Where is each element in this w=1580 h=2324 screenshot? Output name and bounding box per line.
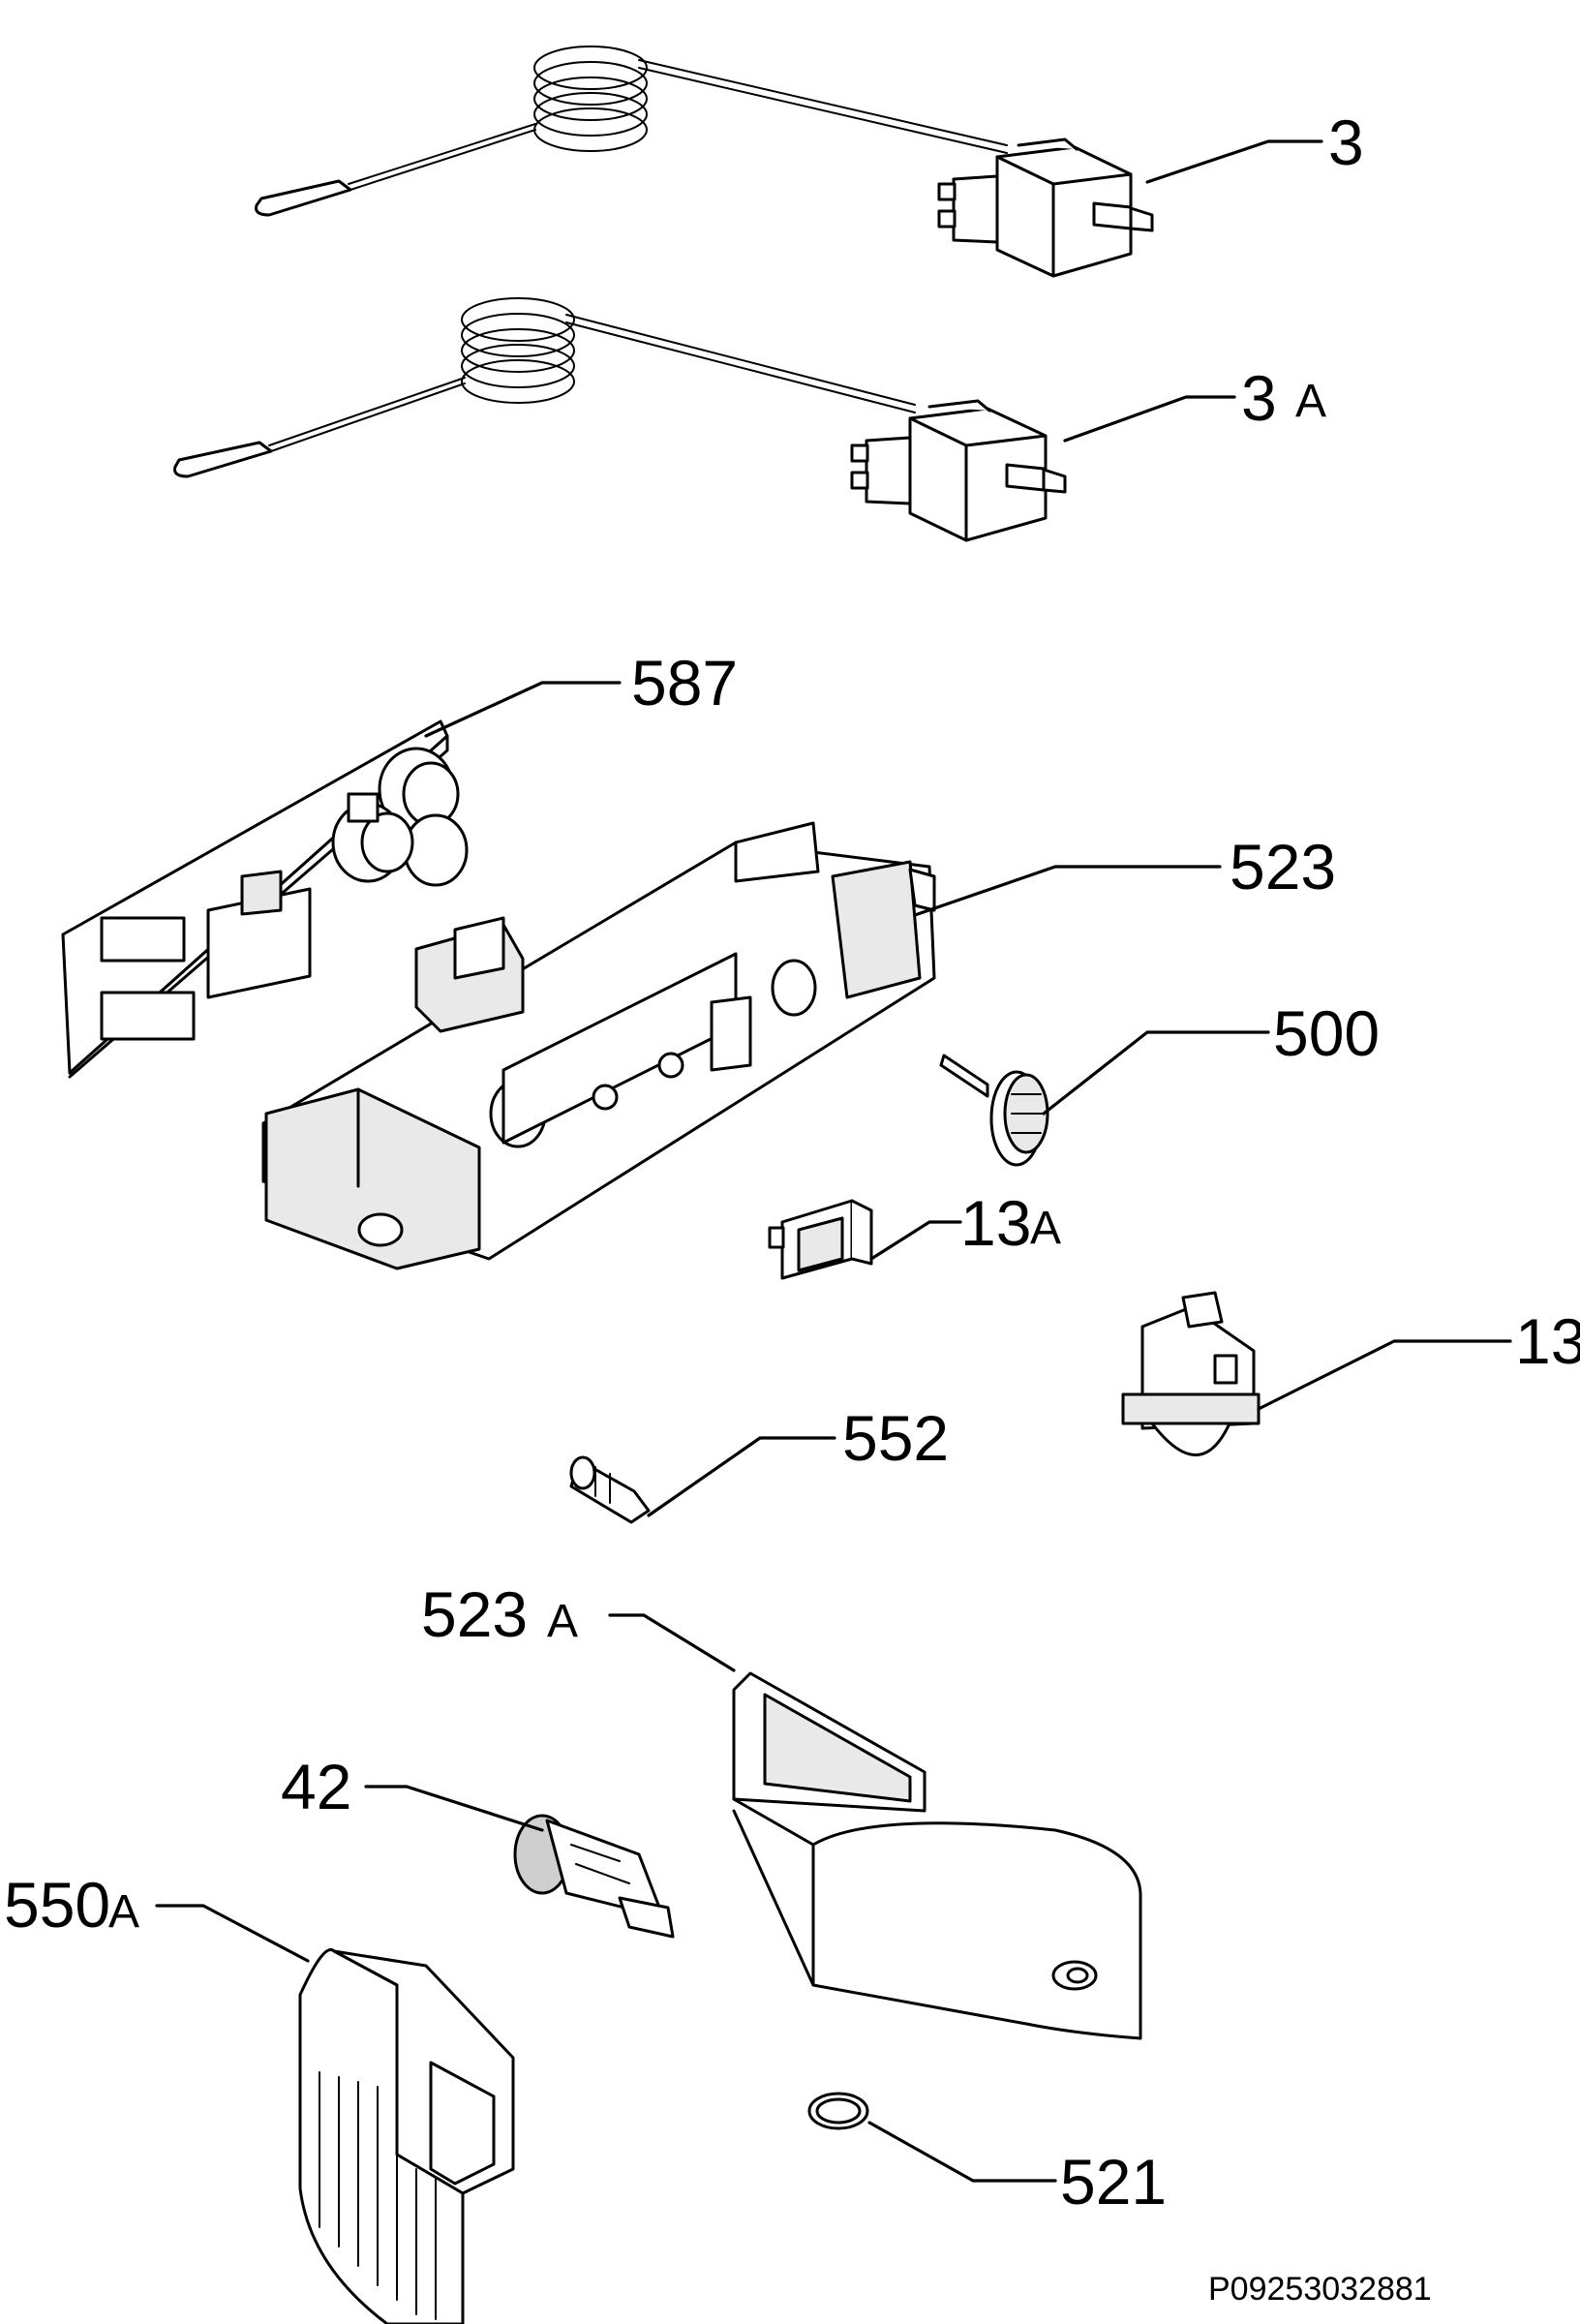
leader-lines [155,139,1512,2183]
part-500-knob [939,1054,1049,1167]
label-500: 500 [1273,997,1380,1069]
label-550a-suffix: A [108,1886,139,1938]
part-13-door-switch [1121,1291,1261,1456]
label-523: 523 [1230,831,1336,902]
label-3a-number: 3 [1241,362,1277,434]
part-521-o-ring [807,2092,869,2130]
label-523a-suffix: A [547,1596,578,1647]
part-550a-cap [298,1948,515,2324]
part-587-control-board [61,719,469,1079]
reference-code: P09253032881 [1208,2271,1432,2308]
label-587: 587 [631,647,738,719]
label-521: 521 [1060,2146,1167,2217]
label-550a-number: 550 [4,1869,110,1941]
part-523a-cover [732,1671,1142,2040]
label-13: 13 [1515,1305,1580,1377]
part-552-lamp [569,1455,651,1524]
label-523a-number: 523 [421,1578,528,1650]
part-42-lamp-holder [513,1814,675,1939]
callout-labels: 3 3 A 587 523 500 13 A 13 552 523 A 42 5… [4,107,1580,2308]
part-3-thermostat [255,46,1154,278]
label-3: 3 [1328,107,1364,178]
label-3a-suffix: A [1295,376,1326,427]
label-552: 552 [842,1402,949,1474]
part-3a-thermostat [173,297,1067,542]
label-13a-number: 13 [960,1187,1031,1259]
label-42: 42 [281,1751,351,1822]
part-13a-switch [768,1199,873,1280]
part-523-housing [261,821,936,1270]
label-13a-suffix: A [1030,1203,1061,1254]
